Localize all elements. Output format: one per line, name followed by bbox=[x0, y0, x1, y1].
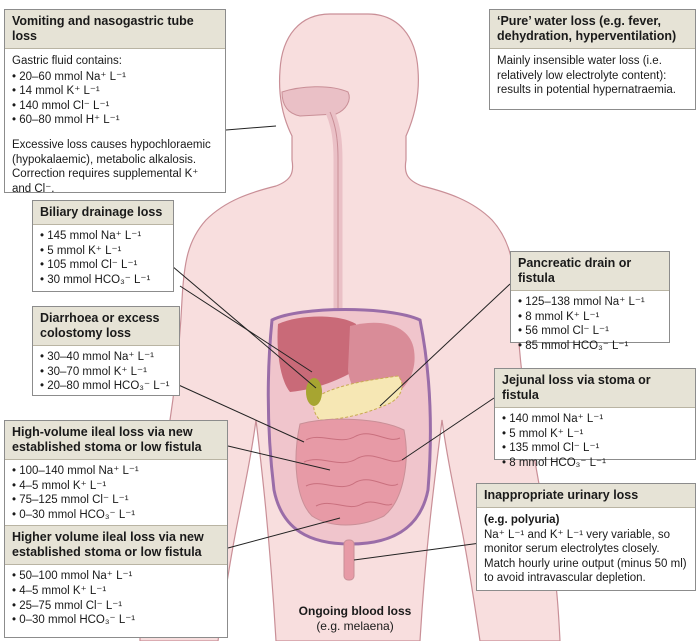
diarrhoea-list: 30–40 mmol Na⁺ L⁻¹ 30–70 mmol K⁺ L⁻¹ 20–… bbox=[40, 350, 172, 394]
list-item: 20–60 mmol Na⁺ L⁻¹ bbox=[12, 70, 218, 85]
blood-loss-label: Ongoing blood loss (e.g. melaena) bbox=[290, 604, 420, 634]
biliary-list: 145 mmol Na⁺ L⁻¹ 5 mmol K⁺ L⁻¹ 105 mmol … bbox=[40, 229, 166, 287]
list-item: 30 mmol HCO₃⁻ L⁻¹ bbox=[40, 273, 166, 288]
ileal-box: High-volume ileal loss via new establish… bbox=[4, 420, 228, 638]
blood-loss-title: Ongoing blood loss bbox=[298, 604, 412, 618]
list-item: 135 mmol Cl⁻ L⁻¹ bbox=[502, 441, 688, 456]
diarrhoea-box: Diarrhoea or excess colostomy loss 30–40… bbox=[32, 306, 180, 396]
list-item: 4–5 mmol K⁺ L⁻¹ bbox=[12, 479, 220, 494]
list-item: 30–40 mmol Na⁺ L⁻¹ bbox=[40, 350, 172, 365]
urinary-text: Na⁺ L⁻¹ and K⁺ L⁻¹ very variable, so mon… bbox=[484, 528, 687, 585]
urinary-title: Inappropriate urinary loss bbox=[477, 484, 695, 508]
list-item: 75–125 mmol Cl⁻ L⁻¹ bbox=[12, 493, 220, 508]
pancreatic-list: 125–138 mmol Na⁺ L⁻¹ 8 mmol K⁺ L⁻¹ 56 mm… bbox=[518, 295, 662, 353]
water-loss-box: ‘Pure’ water loss (e.g. fever, dehydrati… bbox=[489, 9, 696, 110]
vomiting-intro: Gastric fluid contains: bbox=[12, 55, 122, 67]
list-item: 50–100 mmol Na⁺ L⁻¹ bbox=[12, 569, 220, 584]
vomiting-box: Vomiting and nasogastric tube loss Gastr… bbox=[4, 9, 226, 195]
list-item: 8 mmol HCO₃⁻ L⁻¹ bbox=[502, 456, 688, 471]
list-item: 56 mmol Cl⁻ L⁻¹ bbox=[518, 324, 662, 339]
ileal-list: 100–140 mmol Na⁺ L⁻¹ 4–5 mmol K⁺ L⁻¹ 75–… bbox=[12, 464, 220, 522]
rectum bbox=[343, 539, 355, 581]
ileal-title-2: Higher volume ileal loss via new establi… bbox=[5, 525, 227, 566]
pancreatic-title: Pancreatic drain or fistula bbox=[511, 252, 669, 291]
list-item: 140 mmol Cl⁻ L⁻¹ bbox=[12, 99, 218, 114]
list-item: 25–75 mmol Cl⁻ L⁻¹ bbox=[12, 599, 220, 614]
list-item: 0–30 mmol HCO₃⁻ L⁻¹ bbox=[12, 508, 220, 523]
jejunal-title: Jejunal loss via stoma or fistula bbox=[495, 369, 695, 408]
liver bbox=[277, 316, 356, 392]
urinary-subtitle: (e.g. polyuria) bbox=[484, 514, 560, 526]
diarrhoea-title: Diarrhoea or excess colostomy loss bbox=[33, 307, 179, 346]
list-item: 145 mmol Na⁺ L⁻¹ bbox=[40, 229, 166, 244]
list-item: 60–80 mmol H⁺ L⁻¹ bbox=[12, 113, 218, 128]
pancreatic-box: Pancreatic drain or fistula 125–138 mmol… bbox=[510, 251, 670, 352]
gallbladder bbox=[306, 378, 322, 406]
jejunal-list: 140 mmol Na⁺ L⁻¹ 5 mmol K⁺ L⁻¹ 135 mmol … bbox=[502, 412, 688, 470]
ileal-list-2: 50–100 mmol Na⁺ L⁻¹ 4–5 mmol K⁺ L⁻¹ 25–7… bbox=[12, 569, 220, 627]
vomiting-list: 20–60 mmol Na⁺ L⁻¹ 14 mmol K⁺ L⁻¹ 140 mm… bbox=[12, 70, 218, 128]
list-item: 5 mmol K⁺ L⁻¹ bbox=[40, 244, 166, 259]
vomiting-title: Vomiting and nasogastric tube loss bbox=[5, 10, 225, 49]
list-item: 0–30 mmol HCO₃⁻ L⁻¹ bbox=[12, 613, 220, 628]
list-item: 100–140 mmol Na⁺ L⁻¹ bbox=[12, 464, 220, 479]
vomiting-note: Excessive loss causes hypochloraemic (hy… bbox=[12, 138, 211, 195]
water-loss-title: ‘Pure’ water loss (e.g. fever, dehydrati… bbox=[490, 10, 695, 49]
pancreas bbox=[313, 375, 403, 421]
upper-tract bbox=[281, 86, 350, 315]
biliary-title: Biliary drainage loss bbox=[33, 201, 173, 225]
jejunal-box: Jejunal loss via stoma or fistula 140 mm… bbox=[494, 368, 696, 469]
water-loss-text: Mainly insensible water loss (i.e. relat… bbox=[497, 55, 676, 97]
list-item: 140 mmol Na⁺ L⁻¹ bbox=[502, 412, 688, 427]
list-item: 4–5 mmol K⁺ L⁻¹ bbox=[12, 584, 220, 599]
list-item: 5 mmol K⁺ L⁻¹ bbox=[502, 427, 688, 442]
list-item: 105 mmol Cl⁻ L⁻¹ bbox=[40, 258, 166, 273]
biliary-box: Biliary drainage loss 145 mmol Na⁺ L⁻¹ 5… bbox=[32, 200, 174, 292]
list-item: 85 mmol HCO₃⁻ L⁻¹ bbox=[518, 339, 662, 354]
abdominal-organs bbox=[266, 308, 432, 581]
list-item: 8 mmol K⁺ L⁻¹ bbox=[518, 310, 662, 325]
urinary-box: Inappropriate urinary loss (e.g. polyuri… bbox=[476, 483, 696, 591]
list-item: 30–70 mmol K⁺ L⁻¹ bbox=[40, 365, 172, 380]
ileal-title: High-volume ileal loss via new establish… bbox=[5, 421, 227, 460]
small-intestine bbox=[295, 418, 407, 526]
blood-loss-subtitle: (e.g. melaena) bbox=[316, 619, 394, 633]
list-item: 125–138 mmol Na⁺ L⁻¹ bbox=[518, 295, 662, 310]
list-item: 14 mmol K⁺ L⁻¹ bbox=[12, 84, 218, 99]
leader-lines bbox=[171, 125, 511, 561]
list-item: 20–80 mmol HCO₃⁻ L⁻¹ bbox=[40, 379, 172, 394]
